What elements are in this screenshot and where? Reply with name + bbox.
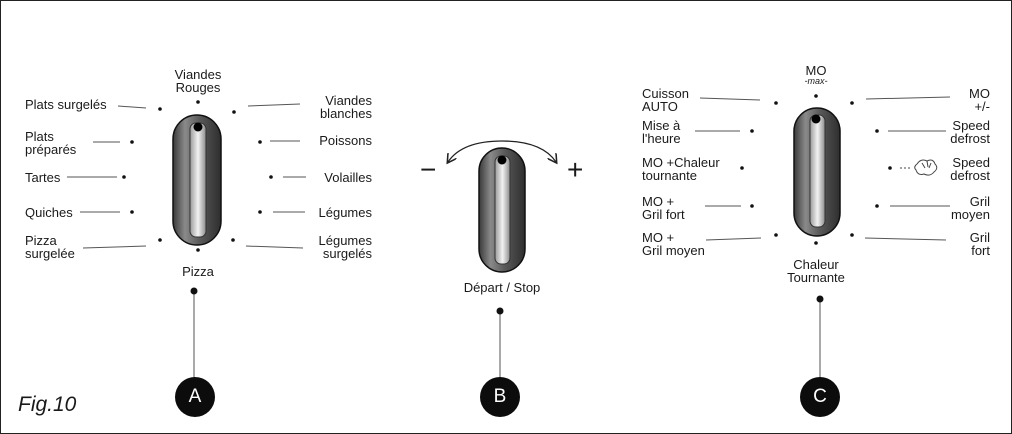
minus-sign: −: [420, 154, 437, 185]
badge-c: C: [800, 377, 840, 417]
figure-label: Fig.10: [18, 393, 77, 416]
label-mo-chaleur-tournante: MO +Chaleur tournante: [642, 155, 720, 183]
label-depart-stop: Départ / Stop: [463, 280, 541, 295]
label-pizza: Pizza: [182, 264, 214, 279]
knob-a-leader-lines: [67, 103, 306, 385]
label-volailles: Volailles: [324, 170, 372, 185]
knob-b-rotation-arrows: [448, 140, 556, 162]
label-viandes-rouges: Viandes Rouges: [174, 67, 222, 95]
label-poissons: Poissons: [319, 133, 372, 148]
knob-a-dots: [122, 100, 273, 295]
knob-c-dots: [740, 94, 892, 303]
label-mo-plus-minus: MO +/-: [969, 86, 990, 114]
knob-a: [172, 114, 222, 246]
label-cuisson-auto: Cuisson AUTO: [642, 86, 689, 114]
label-tartes: Tartes: [25, 170, 61, 185]
knob-c-leader-lines: [695, 96, 951, 385]
label-plats-prepares: Plats préparés: [25, 129, 77, 157]
knob-b: [478, 147, 526, 273]
plus-sign: +: [567, 154, 584, 185]
label-legumes-surgeles: Légumes surgelés: [318, 233, 372, 261]
label-max: -max-: [804, 76, 828, 86]
defrost-icon: [900, 159, 938, 176]
label-pizza-surgelee: Pizza surgelée: [25, 233, 75, 261]
label-mo-max: MO -max-: [786, 64, 846, 86]
label-chaleur-tournante: Chaleur Tournante: [787, 257, 845, 285]
label-mo: MO: [805, 63, 827, 78]
label-legumes: Légumes: [318, 205, 372, 220]
label-quiches: Quiches: [25, 205, 73, 220]
knob-b-dot: [496, 307, 504, 315]
label-plats-surgeles: Plats surgelés: [25, 97, 107, 112]
label-gril-fort: Gril fort: [969, 230, 990, 258]
label-viandes-blanches: Viandes blanches: [319, 93, 372, 121]
label-speed-defrost-1: Speed defrost: [950, 118, 990, 146]
knob-c: [793, 107, 841, 237]
label-mo-gril-moyen: MO + Gril moyen: [642, 230, 705, 258]
label-mo-gril-fort: MO + Gril fort: [642, 194, 685, 222]
label-speed-defrost-2: Speed defrost: [950, 155, 990, 183]
badge-a: A: [175, 377, 215, 417]
label-mise-a-lheure: Mise à l'heure: [642, 118, 681, 146]
label-gril-moyen: Gril moyen: [950, 194, 990, 222]
badge-b: B: [480, 377, 520, 417]
